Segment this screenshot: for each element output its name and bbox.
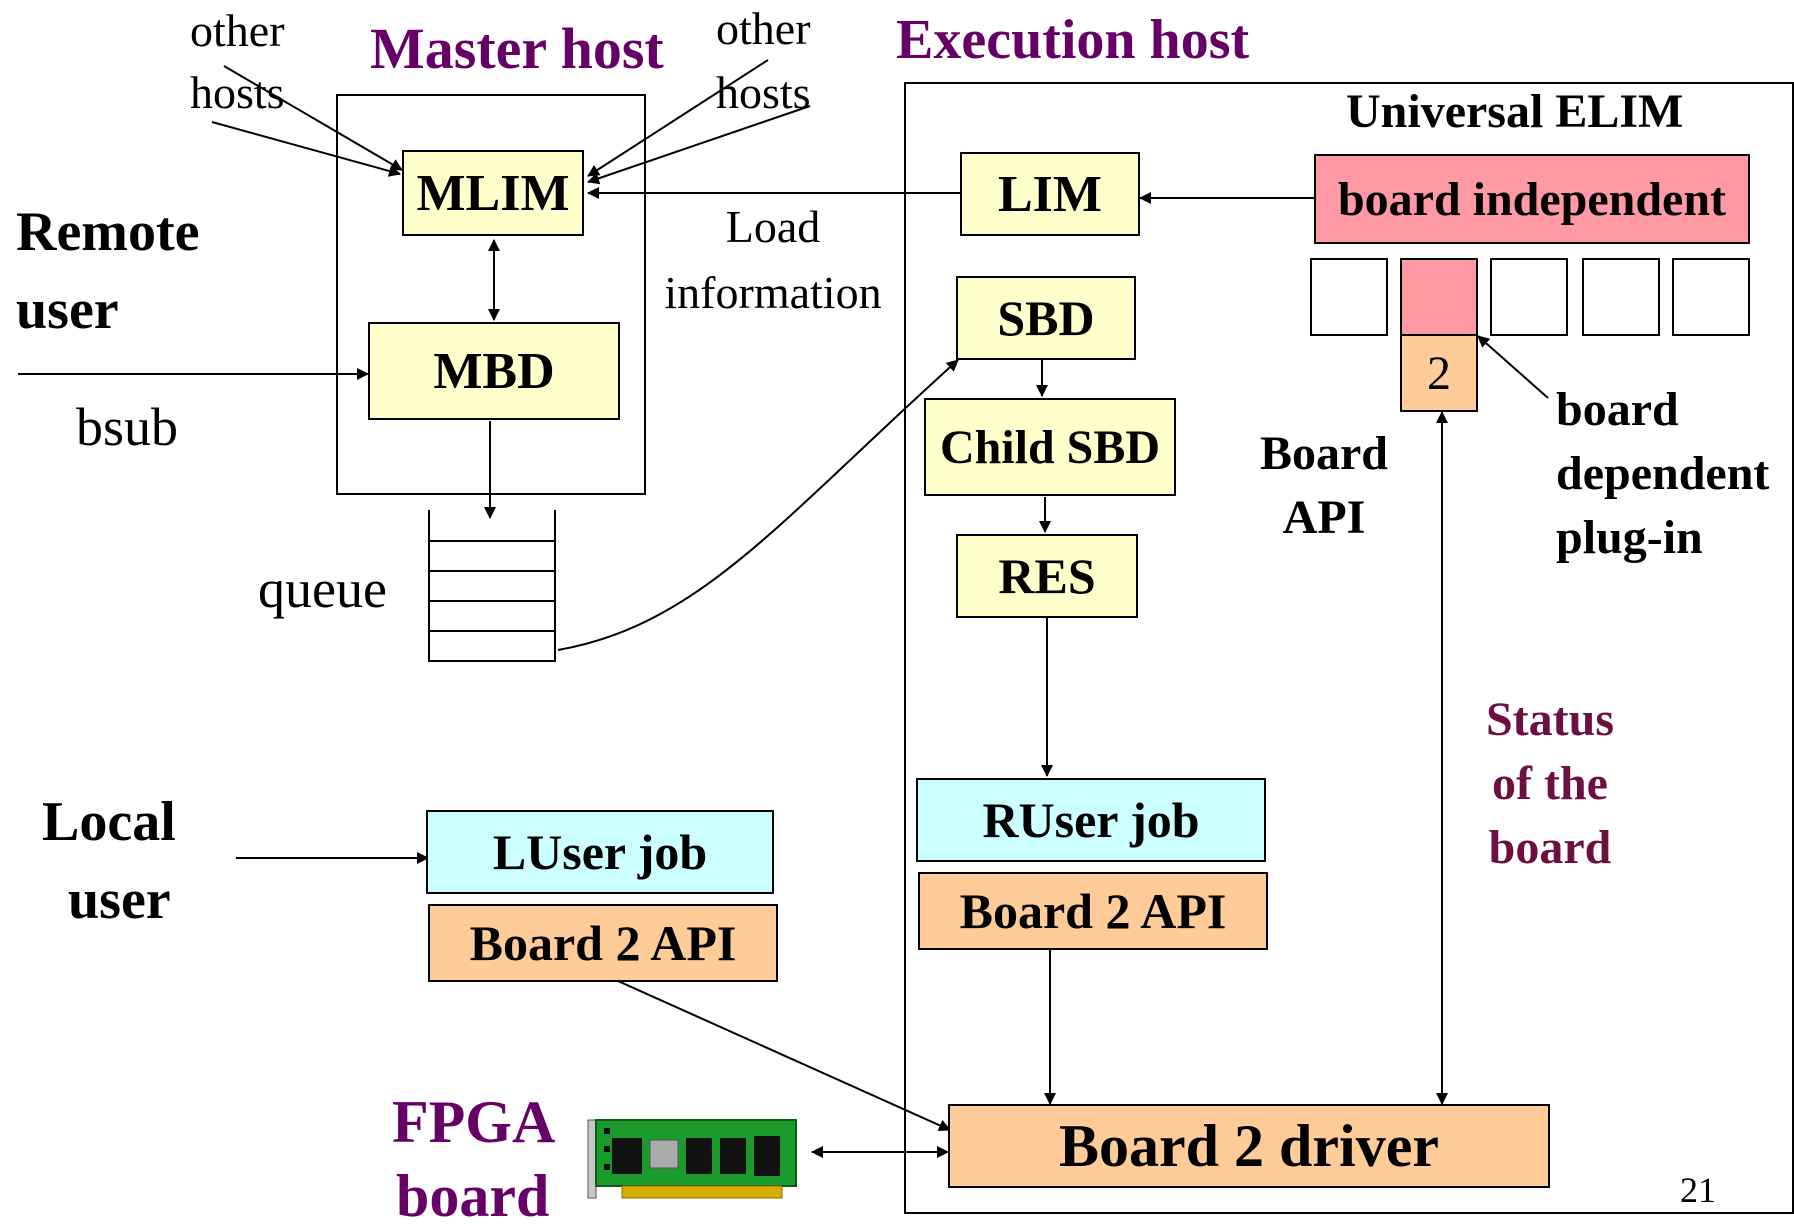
res-box: RES (956, 534, 1138, 618)
board-dependent-line3: plug-in (1556, 511, 1703, 564)
page-number: 21 (1680, 1170, 1716, 1210)
board-dependent-line1: board (1556, 383, 1679, 436)
other-hosts-left-line1: other (190, 5, 285, 56)
elim-slot-2 (1400, 258, 1478, 336)
arrow-queue-to-sbd (557, 359, 959, 651)
queue-label: queue (258, 559, 387, 619)
arrow-other-hosts-right-b (587, 105, 811, 185)
fpga-board-line2: board (396, 1163, 550, 1229)
arrow-plugin-label (1477, 335, 1549, 399)
elim-slot-4 (1582, 258, 1660, 336)
elim-slot-5 (1672, 258, 1750, 336)
mbd-box: MBD (368, 322, 620, 420)
local-user-line2: user (68, 869, 171, 931)
board2-driver-box: Board 2 driver (948, 1104, 1550, 1188)
master-host-frame (336, 94, 646, 495)
other-hosts-right-line1: other (716, 3, 811, 54)
master-host-title: Master host (370, 16, 664, 81)
local-user-line1: Local (42, 791, 176, 853)
other-hosts-right-line2: hosts (716, 67, 811, 118)
arrow-local-api-to-driver (617, 980, 951, 1131)
board2-api-local-box: Board 2 API (428, 904, 778, 982)
execution-host-frame (904, 82, 1794, 1214)
lim-box: LIM (960, 152, 1140, 236)
board-api-line2: API (1282, 491, 1366, 544)
universal-elim-title: Universal ELIM (1346, 85, 1684, 138)
arrow-other-hosts-left-a (223, 65, 403, 171)
load-information-line1: Load (725, 201, 821, 252)
elim-slot-3 (1490, 258, 1568, 336)
remote-user-line1: Remote (16, 201, 200, 263)
ruser-job-box: RUser job (916, 778, 1266, 862)
elim-slot-1 (1310, 258, 1388, 336)
plugin-slot-2: 2 (1400, 334, 1478, 412)
board-independent-box: board independent (1314, 154, 1750, 244)
board2-api-remote-box: Board 2 API (918, 872, 1268, 950)
status-line3: board (1488, 821, 1612, 874)
arrow-other-hosts-left-b (211, 121, 401, 177)
sbd-box: SBD (956, 276, 1136, 360)
status-line1: Status (1485, 693, 1615, 746)
other-hosts-left-line2: hosts (190, 67, 285, 118)
load-information-line2: information (664, 267, 882, 318)
execution-host-title: Execution host (896, 9, 1250, 71)
job-queue (428, 510, 556, 662)
mlim-box: MLIM (402, 150, 584, 236)
fpga-board-line1: FPGA (392, 1089, 556, 1155)
remote-user-line2: user (16, 279, 119, 341)
board-dependent-line2: dependent (1556, 447, 1770, 500)
fpga-board-icon (587, 1119, 797, 1199)
arrow-other-hosts-right-a (587, 59, 769, 177)
status-line2: of the (1492, 757, 1608, 810)
luser-job-box: LUser job (426, 810, 774, 894)
board-api-line1: Board (1259, 427, 1388, 480)
bsub-label: bsub (76, 397, 179, 457)
child-sbd-box: Child SBD (924, 398, 1176, 496)
